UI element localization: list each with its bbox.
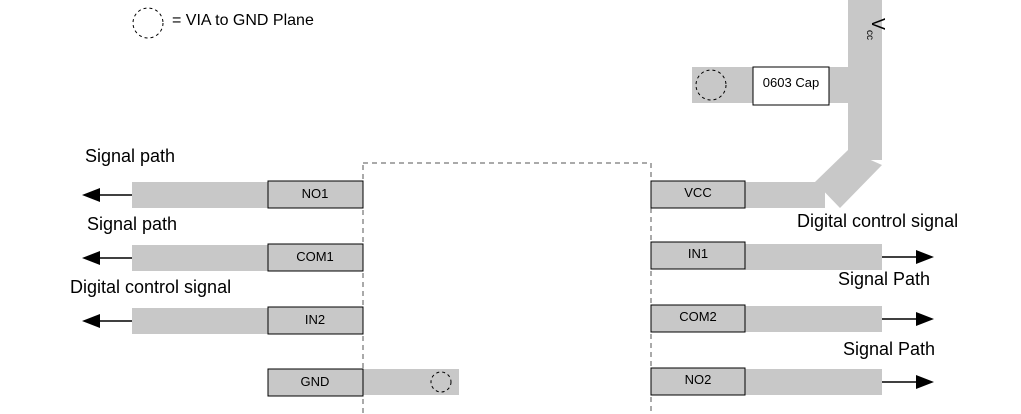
left-arrow-2	[82, 251, 132, 265]
left-arrow-3	[82, 314, 132, 328]
cap-via-icon	[695, 69, 727, 101]
left-label-1: Signal path	[85, 146, 175, 166]
left-label-3: Digital control signal	[70, 277, 231, 297]
no2-trace	[745, 369, 882, 395]
pin-com1: COM1	[296, 249, 334, 264]
pin-vcc: VCC	[684, 185, 711, 200]
in2-trace	[132, 308, 270, 334]
cap-label: 0603 Cap	[763, 75, 819, 90]
no1-trace	[132, 182, 270, 208]
vcc-trace-diagonal	[815, 150, 882, 208]
legend-text: = VIA to GND Plane	[172, 12, 314, 29]
pad-vcc	[650, 180, 746, 209]
vcc-supply-label: Vcc	[864, 18, 888, 40]
pin-in1: IN1	[688, 246, 708, 261]
pad-in1	[650, 241, 746, 270]
svg-text:Vcc: Vcc	[864, 18, 888, 40]
pad-com2	[650, 304, 746, 333]
vcc-trace-vertical	[848, 0, 882, 160]
pin-com2: COM2	[679, 309, 717, 324]
right-arrow-1	[882, 250, 934, 264]
right-label-3: Signal Path	[843, 339, 935, 359]
pin-no2: NO2	[685, 372, 712, 387]
pin-gnd: GND	[301, 374, 330, 389]
pad-in2	[267, 306, 364, 335]
com1-trace	[132, 245, 270, 271]
vcc-sub: cc	[864, 30, 875, 40]
left-arrow-1	[82, 188, 132, 202]
pin-in2: IN2	[305, 312, 325, 327]
left-label-2: Signal path	[87, 214, 177, 234]
pad-no2	[650, 367, 746, 396]
ic-outline	[362, 162, 652, 414]
in1-trace	[745, 244, 882, 270]
vcc-trace-horizontal	[745, 182, 825, 208]
via-legend-icon	[132, 7, 164, 39]
right-arrow-2	[882, 312, 934, 326]
right-label-2: Signal Path	[838, 269, 930, 289]
capacitor	[752, 66, 830, 106]
pad-com1	[267, 243, 364, 272]
pin-no1: NO1	[302, 186, 329, 201]
gnd-trace	[362, 369, 459, 395]
gnd-via-icon	[430, 371, 452, 393]
pad-no1	[267, 180, 364, 209]
vcc-main: V	[868, 18, 888, 30]
pad-gnd	[267, 368, 364, 397]
right-arrow-3	[882, 375, 934, 389]
right-label-1: Digital control signal	[797, 211, 958, 231]
com2-trace	[745, 306, 882, 332]
